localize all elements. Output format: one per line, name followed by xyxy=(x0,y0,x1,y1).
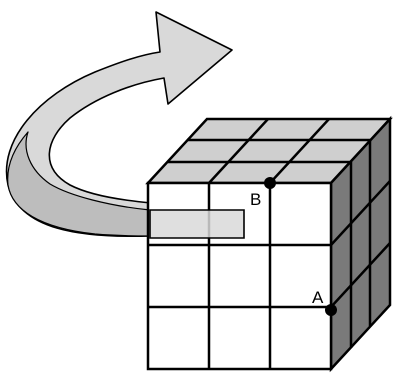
point-a: A xyxy=(312,288,337,316)
arrow-inner-face xyxy=(7,131,151,237)
point-a-label: A xyxy=(312,288,324,307)
cube-side-face xyxy=(329,115,392,373)
rotation-arrow-icon xyxy=(5,11,245,239)
point-b: B xyxy=(250,177,276,209)
point-b-label: B xyxy=(250,190,261,209)
arrow-tail-overlap xyxy=(149,209,245,239)
